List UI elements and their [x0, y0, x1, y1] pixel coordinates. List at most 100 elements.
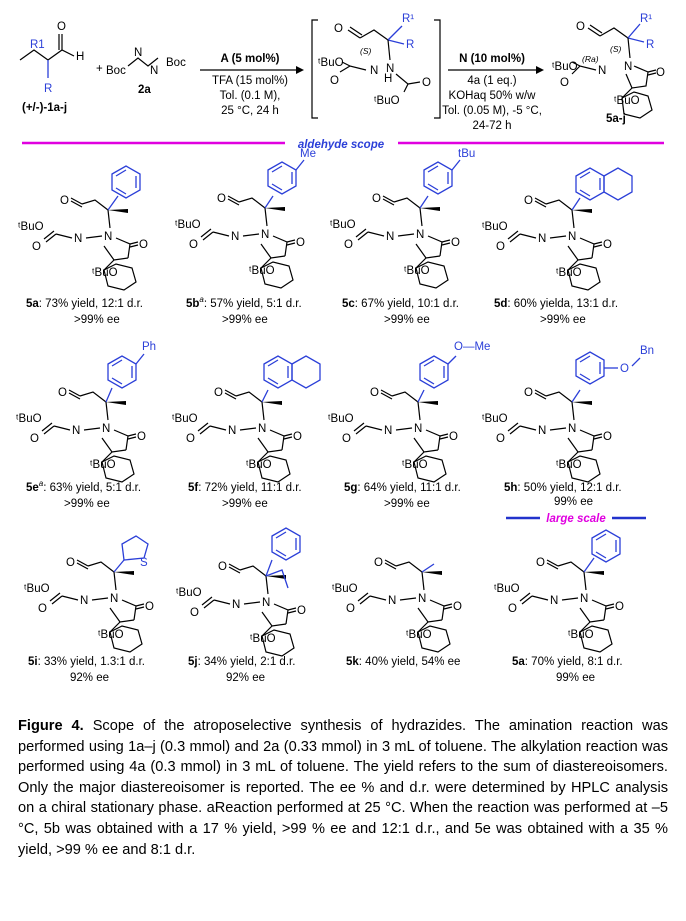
- reaction-scheme-top: O H R1 R (+/-)-1a-j + Boc N N Boc 2a A (…: [19, 13, 665, 132]
- step2-line2: 4a (1 eq.): [467, 75, 516, 87]
- sm-label: (+/-)-1a-j: [22, 102, 67, 114]
- svg-text:H: H: [76, 51, 84, 63]
- svg-text:5c: 67% yield, 10:1 d.r.: 5c: 67% yield, 10:1 d.r.: [342, 298, 459, 310]
- compound-5j: [175, 527, 307, 657]
- svg-text:ᵗBuO: ᵗBuO: [614, 95, 640, 107]
- svg-text:N: N: [386, 63, 394, 75]
- caption-5j: 5j: 34% yield, 2:1 d.r. 92% ee: [188, 656, 295, 684]
- substituent-me: Me: [300, 148, 316, 160]
- svg-text:>99% ee: >99% ee: [64, 498, 110, 510]
- caption-5b: 5ba: 57% yield, 5:1 d.r. >99% ee: [186, 295, 302, 326]
- svg-text:5d: 60% yielda, 13:1 d.r.: 5d: 60% yielda, 13:1 d.r.: [494, 298, 618, 310]
- compound-5f: [171, 355, 321, 483]
- svg-text:R: R: [406, 39, 414, 51]
- step2-line5: 24-72 h: [472, 120, 511, 132]
- svg-text:5a: 70% yield, 8:1 d.r.: 5a: 70% yield, 8:1 d.r.: [512, 656, 623, 668]
- svg-text:N: N: [370, 65, 378, 77]
- step2-line1: N (10 mol%): [459, 53, 525, 65]
- svg-text:92% ee: 92% ee: [226, 672, 265, 684]
- reagent-boc-right: Boc: [166, 57, 186, 69]
- svg-text:5h: 50% yield, 12:1 d.r.: 5h: 50% yield, 12:1 d.r.: [504, 482, 622, 494]
- svg-text:5f: 72% yield, 11:1 d.r.: 5f: 72% yield, 11:1 d.r.: [188, 482, 302, 494]
- reagent-label: 2a: [138, 84, 151, 96]
- sm-r1: R1: [30, 39, 45, 51]
- svg-text:5j: 34% yield, 2:1 d.r.: 5j: 34% yield, 2:1 d.r.: [188, 656, 295, 668]
- caption-5k: 5k: 40% yield, 54% ee: [346, 656, 460, 668]
- step2-line3: KOHaq 50% w/w: [449, 90, 537, 102]
- svg-text:O: O: [57, 21, 66, 33]
- svg-text:R¹: R¹: [402, 13, 414, 25]
- compound-5i: S: [23, 535, 155, 653]
- substituent-ome: O—Me: [454, 341, 490, 353]
- caption-5c: 5c: 67% yield, 10:1 d.r. >99% ee: [342, 298, 459, 326]
- substituent-s: S: [140, 557, 148, 569]
- svg-text:>99% ee: >99% ee: [384, 314, 430, 326]
- figure-label: Figure 4.: [18, 718, 84, 734]
- compound-5b: Me: [174, 148, 316, 289]
- svg-text:N: N: [134, 47, 142, 59]
- caption-5g: 5g: 64% yield, 11:1 d.r. >99% ee: [344, 482, 461, 510]
- caption-5h: 5h: 50% yield, 12:1 d.r. 99% ee: [504, 482, 622, 508]
- aldehyde-scope-divider: aldehyde scope: [22, 139, 664, 151]
- svg-text:O: O: [422, 77, 431, 89]
- svg-text:O: O: [656, 67, 665, 79]
- compound-5c: tBu: [329, 148, 475, 289]
- reaction-scheme: O N O N O ᵗBuO ᵗBuO: [15, 13, 665, 684]
- substituent-ph: Ph: [142, 341, 156, 353]
- svg-text:ᵗBuO: ᵗBuO: [374, 95, 400, 107]
- substituent-tbu: tBu: [458, 148, 475, 160]
- svg-text:92% ee: 92% ee: [70, 672, 109, 684]
- product-stereo-ra: (Ra): [582, 54, 599, 64]
- svg-text:5i: 33% yield, 1.3:1 d.r.: 5i: 33% yield, 1.3:1 d.r.: [28, 656, 145, 668]
- svg-text:>99% ee: >99% ee: [540, 314, 586, 326]
- figure-caption: Figure 4. Scope of the atroposelective s…: [18, 716, 668, 860]
- compound-5e: Ph: [15, 341, 156, 483]
- svg-text:ᵗBuO: ᵗBuO: [552, 61, 578, 73]
- caption-5f: 5f: 72% yield, 11:1 d.r. >99% ee: [188, 482, 302, 510]
- svg-text:O: O: [576, 21, 585, 33]
- svg-text:O: O: [560, 77, 569, 89]
- compound-5h: O Bn: [481, 345, 654, 483]
- step1-line2: TFA (15 mol%): [212, 75, 288, 87]
- sm-r: R: [44, 83, 52, 95]
- svg-text:R: R: [646, 39, 654, 51]
- product-label: 5a-j: [606, 113, 626, 125]
- step1-line3: Tol. (0.1 M),: [220, 90, 281, 102]
- svg-text:+: +: [96, 63, 103, 75]
- svg-text:ᵗBuO: ᵗBuO: [318, 57, 344, 69]
- step1-line1: A (5 mol%): [221, 53, 280, 65]
- svg-text:5g: 64% yield, 11:1 d.r.: 5g: 64% yield, 11:1 d.r.: [344, 482, 461, 494]
- svg-text:99% ee: 99% ee: [554, 496, 593, 508]
- figure-caption-text: Scope of the atroposelective synthesis o…: [18, 718, 668, 858]
- svg-text:H: H: [384, 73, 392, 85]
- caption-5a: 5a: 73% yield, 12:1 d.r. >99% ee: [26, 298, 143, 326]
- caption-5e: 5ea: 63% yield, 5:1 d.r. >99% ee: [26, 479, 141, 510]
- substituent-o: O: [620, 363, 629, 375]
- svg-text:99% ee: 99% ee: [556, 672, 595, 684]
- compound-5g: O—Me: [327, 341, 490, 483]
- svg-text:O: O: [334, 23, 343, 35]
- svg-text:>99% ee: >99% ee: [74, 314, 120, 326]
- intermediate-stereo: (S): [360, 46, 372, 56]
- aldehyde-scope-label: aldehyde scope: [298, 139, 385, 151]
- large-scale-label: large scale: [546, 513, 606, 525]
- step2-line4: Tol. (0.05 M), -5 °C,: [442, 105, 542, 117]
- caption-5a-large: 5a: 70% yield, 8:1 d.r. 99% ee: [512, 656, 623, 684]
- svg-text:5ba: 57% yield, 5:1 d.r.: 5ba: 57% yield, 5:1 d.r.: [186, 295, 302, 310]
- caption-5i: 5i: 33% yield, 1.3:1 d.r. 92% ee: [28, 656, 145, 684]
- svg-text:5ea: 63% yield, 5:1 d.r.: 5ea: 63% yield, 5:1 d.r.: [26, 479, 141, 494]
- svg-text:N: N: [624, 61, 632, 73]
- compound-5a-large-scale: [493, 529, 625, 653]
- svg-text:>99% ee: >99% ee: [222, 314, 268, 326]
- svg-text:5k: 40% yield, 54% ee: 5k: 40% yield, 54% ee: [346, 656, 460, 668]
- svg-text:>99% ee: >99% ee: [384, 498, 430, 510]
- svg-text:5a: 73% yield, 12:1 d.r.: 5a: 73% yield, 12:1 d.r.: [26, 298, 143, 310]
- svg-text:O: O: [330, 75, 339, 87]
- step1-line4: 25 °C, 24 h: [221, 105, 279, 117]
- compound-5k: [331, 556, 463, 653]
- svg-text:>99% ee: >99% ee: [222, 498, 268, 510]
- compound-5a: [17, 165, 149, 291]
- substituent-bn: Bn: [640, 345, 654, 357]
- large-scale-divider: large scale: [506, 513, 646, 525]
- product-stereo-s: (S): [610, 44, 622, 54]
